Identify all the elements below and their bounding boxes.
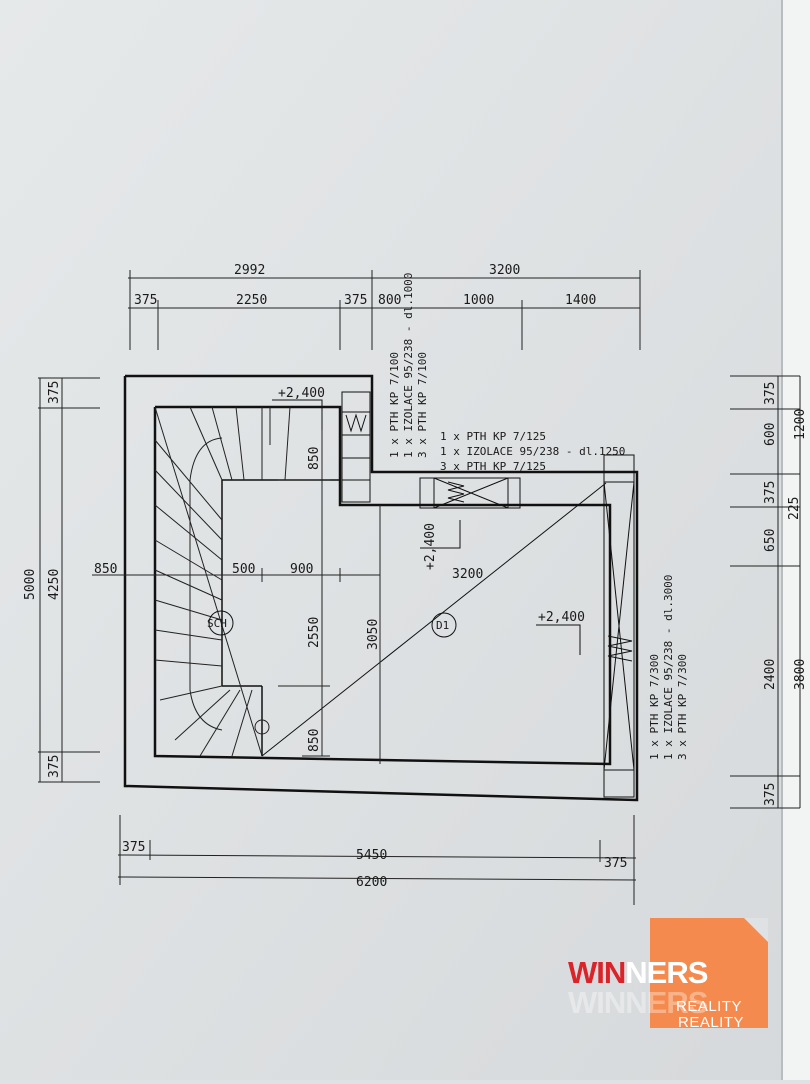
dim-left-top: 375 [47,381,62,404]
logo-corner-fold [744,918,768,942]
dim-top-total-left: 2992 [234,263,265,278]
dim-inner-500: 500 [232,562,255,577]
lintel-note-top-line-2: 1 x IZOLACE 95/238 - dl.1000 [402,273,415,458]
dim-top-seg-6: 1400 [565,293,596,308]
dim-top-seg-5: 1000 [463,293,494,308]
logo-subtitle: REALITY [676,998,743,1015]
dim-inner-3200: 3200 [452,567,483,582]
dim-inner-900: 900 [290,562,313,577]
floor-label: D1 [436,619,449,632]
dim-inner-2550: 2550 [307,617,322,648]
dim-bottom-total: 6200 [356,875,387,890]
dim-right-group-1: 1200 [793,409,808,440]
level-marker-2: +2,400 [423,523,438,570]
dim-left-inner: 4250 [47,569,62,600]
logo-ghost-text: WINNERS [568,985,708,1020]
dim-right-4: 650 [763,529,778,552]
dim-left-bottom: 375 [47,755,62,778]
dim-top-seg-3: 375 [344,293,367,308]
dim-top-seg-2: 2250 [236,293,267,308]
lintel-note-mid: 1 x PTH KP 7/125 1 x IZOLACE 95/238 - dl… [440,430,625,473]
lintel-note-mid-line-1: 1 x PTH KP 7/125 [440,430,546,443]
lintel-note-right-line-1: 1 x PTH KP 7/300 [648,654,661,760]
lintel-note-mid-line-3: 3 x PTH KP 7/125 [440,460,546,473]
logo-wordmark: WINNERS [568,955,708,990]
logo-subtitle-2: REALITY [678,1014,745,1031]
lintel-note-top-line-1: 1 x PTH KP 7/100 [388,352,401,458]
dim-bottom-seg-1: 375 [122,840,145,855]
dim-left-total: 5000 [23,569,38,600]
dim-right-6: 375 [763,783,778,806]
dim-right-group-2: 3800 [793,659,808,690]
dim-top-seg-4: 800 [378,293,401,308]
dim-right-5: 2400 [763,659,778,690]
level-marker-1: +2,400 [278,386,325,401]
dim-inner-850-bottom: 850 [307,729,322,752]
dim-right-3: 375 [763,481,778,504]
dim-right-1: 375 [763,382,778,405]
lintel-symbols [341,391,635,798]
lintel-note-right-line-2: 1 x IZOLACE 95/238 - dl.3000 [662,575,675,760]
winners-reality-logo: WINNERS WINNERS REALITY REALITY [566,916,770,1040]
dim-inner-850-top: 850 [307,447,322,470]
dimension-lines [38,270,801,905]
stair-label: SCH [207,617,227,630]
dim-inner-850-left: 850 [94,562,117,577]
dim-top-seg-1: 375 [134,293,157,308]
dim-bottom-seg-3: 375 [604,856,627,871]
dim-inner-3050: 3050 [366,619,381,650]
building-walls [123,374,639,802]
dim-top-total-right: 3200 [489,263,520,278]
lintel-note-top: 1 x PTH KP 7/100 1 x IZOLACE 95/238 - dl… [388,273,429,458]
room-diagonal [261,482,607,757]
dim-bottom-seg-2: 5450 [356,848,387,863]
lintel-note-right-line-3: 3 x PTH KP 7/300 [676,654,689,760]
level-marker-3: +2,400 [538,610,585,625]
level-markers [272,399,581,655]
page-edge [782,0,810,1080]
dim-right-small: 225 [787,497,802,520]
logo-word-white: NERS [625,955,708,990]
dim-right-2: 600 [763,423,778,446]
staircase [154,406,291,757]
lintel-note-mid-line-2: 1 x IZOLACE 95/238 - dl.1250 [440,445,625,458]
lintel-note-right: 1 x PTH KP 7/300 1 x IZOLACE 95/238 - dl… [648,575,689,760]
lintel-note-top-line-3: 3 x PTH KP 7/100 [416,352,429,458]
logo-word-red: WIN [568,955,626,990]
